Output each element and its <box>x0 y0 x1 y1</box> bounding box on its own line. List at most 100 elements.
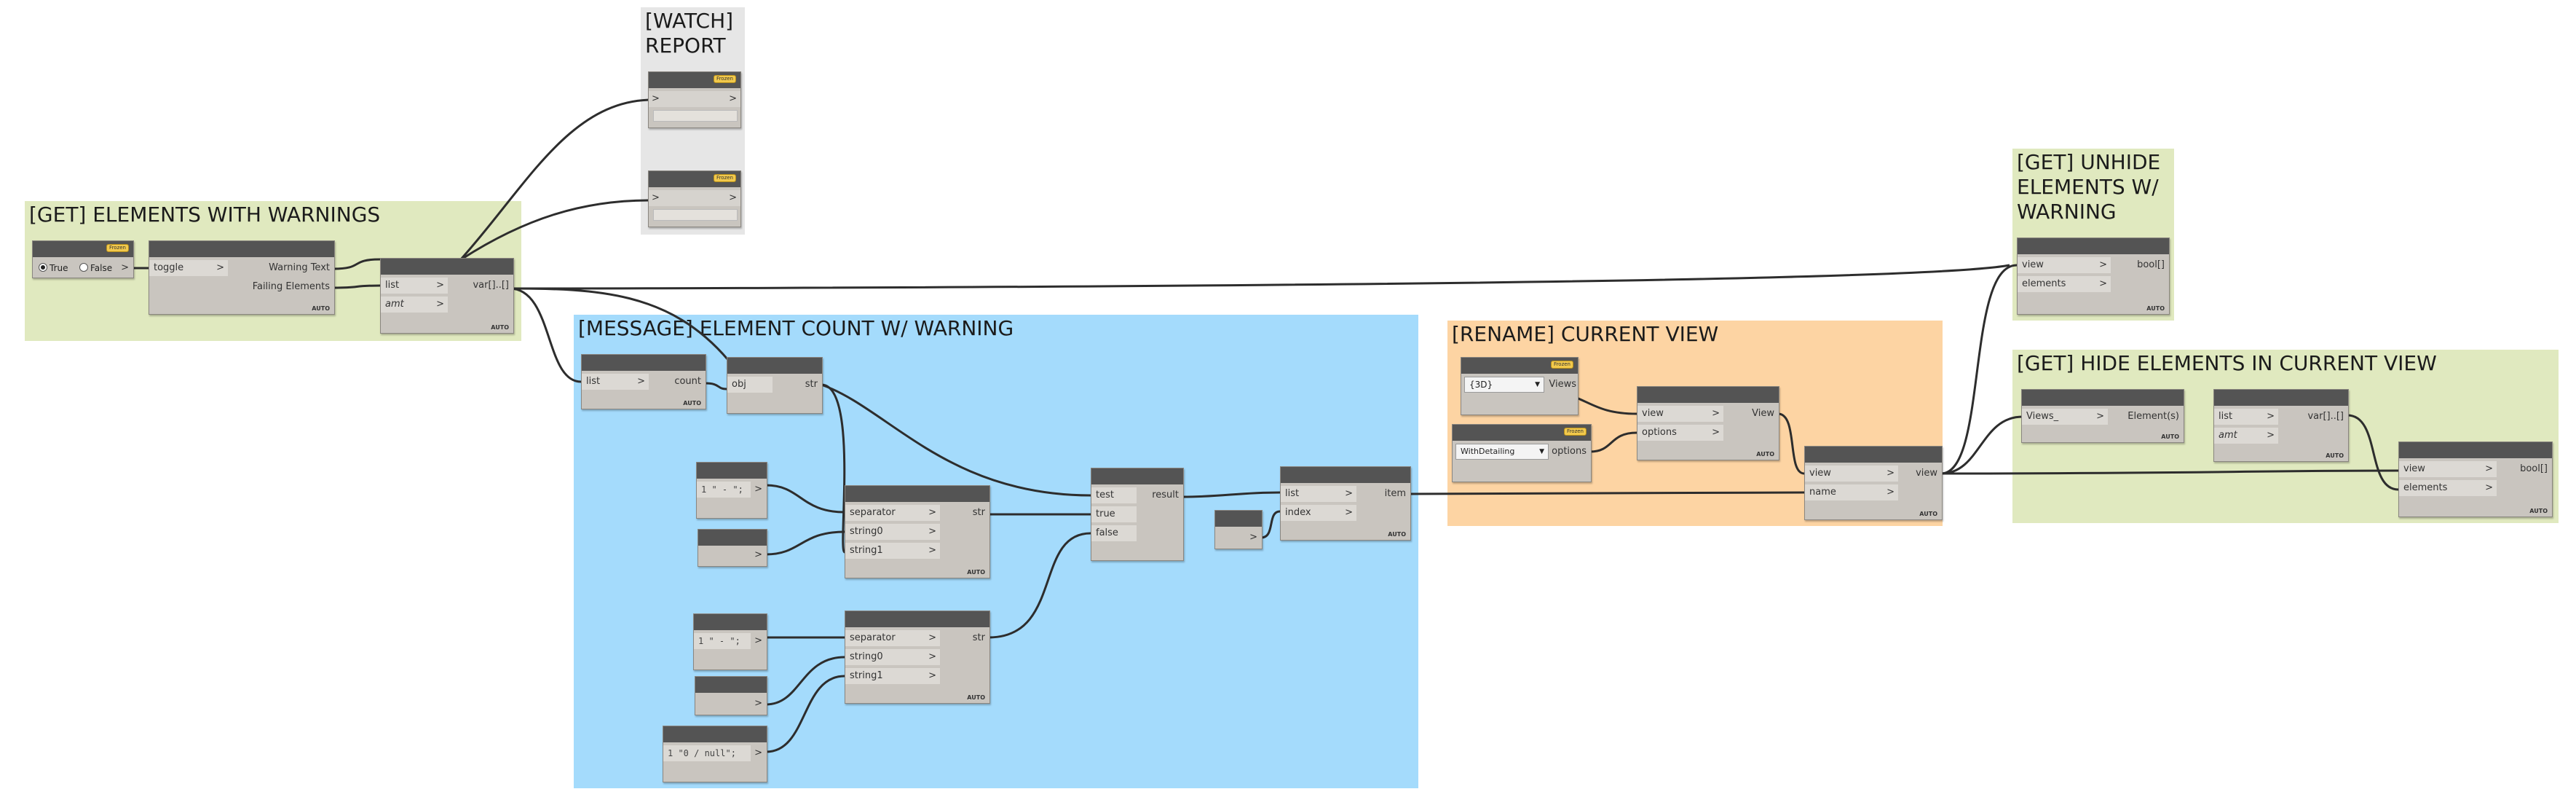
options-select[interactable]: WithDetailing▼ <box>1455 444 1549 460</box>
input-port-view[interactable]: view> <box>2399 461 2497 477</box>
input-port-toggle[interactable]: toggle> <box>149 260 228 276</box>
input-port-list[interactable]: list> <box>1281 486 1356 502</box>
input-port[interactable]: >> <box>649 190 740 206</box>
number-node[interactable]: > <box>1214 510 1263 549</box>
input-port-index[interactable]: index> <box>1281 505 1356 521</box>
input-port-string0[interactable]: string0> <box>845 649 940 665</box>
input-port-view[interactable]: view> <box>1805 466 1898 482</box>
input-port-list[interactable]: list> <box>2214 409 2278 425</box>
output-port-str[interactable]: str <box>805 379 818 390</box>
output-port-view[interactable]: View <box>1752 408 1774 419</box>
code-block-node[interactable]: 1 " - "; > <box>696 462 767 519</box>
input-port-elements[interactable]: elements> <box>2018 276 2111 292</box>
node-header <box>2399 442 2552 458</box>
flatten-node[interactable]: list> amt> var[]..[] AUTO <box>2213 389 2349 462</box>
input-port-views[interactable]: Views_> <box>2022 409 2108 425</box>
output-port-views[interactable]: Views <box>1549 379 1576 390</box>
lacing-label: AUTO <box>312 305 330 312</box>
output-port[interactable]: > <box>1249 532 1257 543</box>
input-port-string0[interactable]: string0> <box>845 524 940 540</box>
output-port-item[interactable]: item <box>1384 488 1406 499</box>
wire <box>459 199 650 262</box>
input-port-string1[interactable]: string1> <box>845 543 940 559</box>
input-port-separator[interactable]: separator> <box>845 630 940 646</box>
input-port-view[interactable]: view> <box>2018 257 2111 273</box>
output-port[interactable]: > <box>754 549 762 560</box>
input-port-separator[interactable]: separator> <box>845 505 940 521</box>
all-elements-node[interactable]: Views_> Element(s) AUTO <box>2021 389 2184 443</box>
true-radio[interactable]: True <box>39 260 68 276</box>
hide-elements-node[interactable]: view> elements> bool[] AUTO <box>2398 441 2553 517</box>
output-port-count[interactable]: count <box>674 376 701 387</box>
output-port-bool[interactable]: bool[] <box>2137 259 2165 270</box>
string-join-node[interactable]: separator> string0> string1> str AUTO <box>845 485 990 578</box>
output-port[interactable]: > <box>754 698 762 709</box>
wire <box>704 382 727 390</box>
output-port-warning-text[interactable]: Warning Text <box>269 262 330 273</box>
output-port-bool[interactable]: bool[] <box>2520 463 2548 474</box>
input-port-list[interactable]: list> <box>381 278 448 294</box>
output-port-options[interactable]: options <box>1552 446 1587 457</box>
warnings-node[interactable]: toggle> Warning Text Failing Elements AU… <box>149 240 335 315</box>
unhide-elements-node[interactable]: view> elements> bool[] AUTO <box>2017 237 2170 315</box>
flatten-node[interactable]: list> amt> var[]..[] AUTO <box>380 258 514 334</box>
output-port[interactable]: > <box>121 262 129 273</box>
lacing-label: AUTO <box>967 569 985 576</box>
node-header <box>2018 238 2169 254</box>
output-port[interactable]: > <box>754 635 762 646</box>
count-node[interactable]: list> count AUTO <box>581 354 706 409</box>
input-port-false[interactable]: false <box>1091 525 1137 541</box>
output-port[interactable]: var[]..[] <box>2307 411 2344 422</box>
output-port[interactable]: > <box>754 747 762 758</box>
rename-view-node[interactable]: view> name> view AUTO <box>1804 446 1943 520</box>
duplicate-view-node[interactable]: view> options> View AUTO <box>1637 386 1779 460</box>
options-dropdown-node[interactable]: Frozen WithDetailing▼ options <box>1452 424 1592 482</box>
output-port-result[interactable]: result <box>1152 490 1179 500</box>
string-node[interactable]: > <box>695 676 767 715</box>
input-port-view[interactable]: view> <box>1637 406 1723 422</box>
chevron-right-icon: > <box>2099 259 2107 270</box>
input-port[interactable]: >> <box>649 91 740 107</box>
input-port-test[interactable]: test <box>1091 487 1137 503</box>
input-port-amt[interactable]: amt> <box>2214 428 2278 444</box>
input-port-elements[interactable]: elements> <box>2399 480 2497 496</box>
output-port-str[interactable]: str <box>972 632 985 643</box>
code-block-node[interactable]: 1 " - "; > <box>693 613 767 670</box>
code-text[interactable]: 1 " - "; <box>694 633 751 649</box>
output-port[interactable]: > <box>754 484 762 495</box>
string-node[interactable]: > <box>698 529 767 567</box>
watch-node[interactable]: Frozen >> <box>648 170 741 227</box>
input-port-string1[interactable]: string1> <box>845 668 940 684</box>
tostring-node[interactable]: obj str <box>727 357 823 414</box>
watch-output <box>653 209 738 221</box>
if-node[interactable]: test true false result <box>1091 468 1184 561</box>
input-port-name[interactable]: name> <box>1805 484 1898 500</box>
input-port-obj[interactable]: obj <box>727 377 773 393</box>
get-item-node[interactable]: list> index> item AUTO <box>1280 466 1411 541</box>
input-port-options[interactable]: options> <box>1637 425 1723 441</box>
output-port-elements[interactable]: Element(s) <box>2127 411 2179 422</box>
output-port-str[interactable]: str <box>972 507 985 518</box>
false-radio[interactable]: False <box>79 260 112 276</box>
input-port-list[interactable]: list> <box>582 374 649 390</box>
views-dropdown-node[interactable]: Frozen {3D}▼ Views <box>1461 357 1579 415</box>
string-join-node[interactable]: separator> string0> string1> str AUTO <box>845 610 990 704</box>
frozen-badge: Frozen <box>1564 428 1587 436</box>
code-text[interactable]: 1 " - "; <box>697 482 751 498</box>
output-port[interactable]: var[]..[] <box>473 280 509 291</box>
views-select[interactable]: {3D}▼ <box>1464 377 1544 393</box>
input-port-true[interactable]: true <box>1091 506 1137 522</box>
input-port-amt[interactable]: amt> <box>381 297 448 313</box>
boolean-node[interactable]: Frozen True False > <box>32 240 134 278</box>
lacing-label: AUTO <box>967 694 985 701</box>
node-header <box>697 463 767 479</box>
wire <box>765 530 845 556</box>
code-text[interactable]: 1 "0 / null"; <box>663 745 751 761</box>
output-port-view[interactable]: view <box>1916 468 1937 479</box>
watch-node[interactable]: Frozen >> <box>648 71 741 128</box>
group-title: [WATCH] REPORT <box>645 9 734 58</box>
code-block-node[interactable]: 1 "0 / null"; > <box>663 726 767 782</box>
wire <box>509 264 2010 290</box>
output-port-failing-elements[interactable]: Failing Elements <box>252 281 330 292</box>
